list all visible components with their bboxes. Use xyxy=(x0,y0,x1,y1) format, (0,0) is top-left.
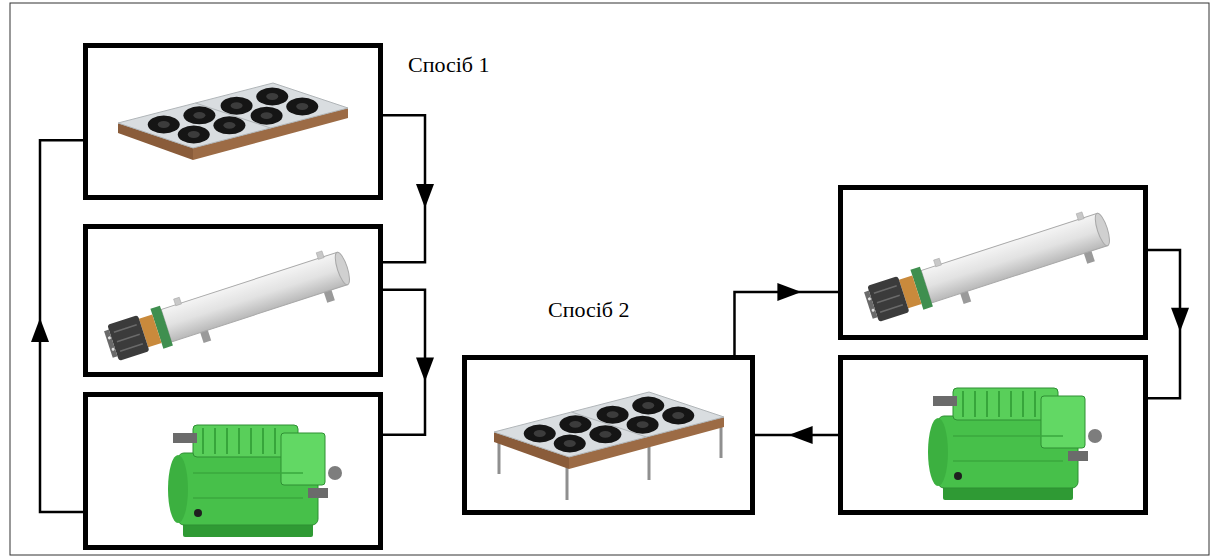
flow-connector xyxy=(383,290,434,435)
dry-cooler-illustration xyxy=(118,83,348,160)
compressor-box xyxy=(838,355,1148,515)
flow-connector xyxy=(755,426,838,444)
arrowhead xyxy=(416,184,434,208)
flow-connector xyxy=(31,140,83,512)
shell-tube-illustration xyxy=(861,206,1115,332)
shell-tube-illustration xyxy=(101,245,355,371)
dry-cooler-box xyxy=(83,43,383,200)
method-label: Спосіб 1 xyxy=(408,52,490,78)
method-label: Спосіб 2 xyxy=(548,297,630,323)
flow-connector xyxy=(1148,250,1189,398)
connector-line xyxy=(734,292,838,355)
arrowhead xyxy=(1171,308,1189,332)
connector-line xyxy=(1148,250,1180,398)
arrowhead xyxy=(416,357,434,381)
flow-connector xyxy=(734,283,838,355)
arrowhead xyxy=(789,426,813,444)
compressor-box xyxy=(83,392,383,550)
heat-exchanger-box xyxy=(83,224,383,377)
compressor-illustration xyxy=(168,425,342,537)
dry-cooler-box xyxy=(462,355,755,515)
outer-frame xyxy=(10,3,1209,555)
arrowhead xyxy=(777,283,801,301)
flow-connector xyxy=(383,115,434,262)
heat-exchanger-box xyxy=(838,185,1148,340)
compressor-illustration xyxy=(928,388,1102,500)
dry-cooler-illustration xyxy=(494,392,724,469)
connector-line xyxy=(40,140,83,512)
arrowhead xyxy=(31,318,49,342)
